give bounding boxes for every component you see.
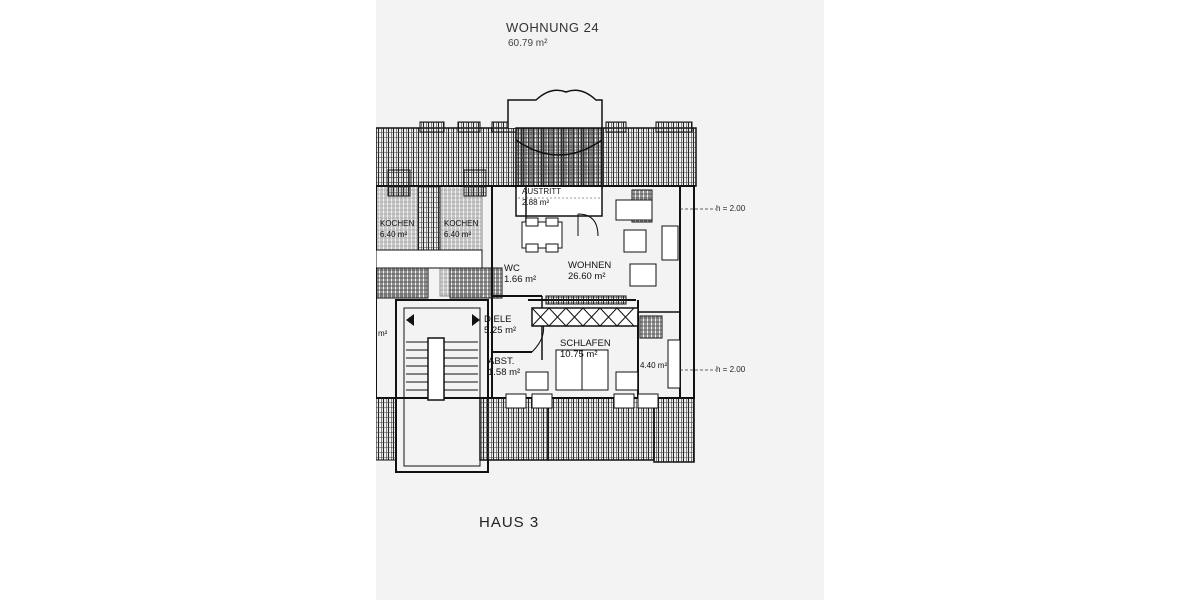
room-kochen2-label: KOCHEN 6.40 m²: [444, 218, 478, 240]
room-diele-name: DIELE: [484, 314, 512, 325]
room-kochen2-area: 6.40 m²: [444, 230, 472, 239]
floor-plan-drawing: [376, 89, 716, 473]
roof-band-bottom: [376, 393, 695, 463]
room-wc-label: WC 1.66 m²: [504, 263, 536, 285]
room-schlafen-area: 10.75 m²: [560, 349, 598, 360]
room-wc-name: WC: [504, 263, 520, 274]
wardrobe: [531, 295, 639, 327]
room-austritt-area: 2.88 m²: [522, 198, 550, 207]
room-abst-name: ABST.: [488, 356, 515, 367]
height-mark-lower: h = 2.00: [716, 365, 746, 374]
room-diele-area: 5.25 m²: [484, 325, 517, 336]
room-kochen1-name: KOCHEN: [380, 219, 415, 228]
room-wohnen-name: WOHNEN: [568, 260, 612, 271]
house-label: HAUS 3: [479, 514, 540, 531]
bedroom-furniture: [525, 349, 639, 391]
apartment-title: WOHNUNG 24: [506, 20, 600, 35]
room-abst-label: ABST. 1.58 m²: [488, 356, 520, 378]
room-abst-area: 1.58 m²: [488, 367, 521, 378]
room-kochen1-area: 6.40 m²: [380, 230, 408, 239]
room-austritt-label: AUSTRITT 2.88 m²: [522, 186, 561, 208]
sofa-set: [615, 189, 679, 287]
room-schlafen-label: SCHLAFEN 10.75 m²: [560, 338, 611, 360]
room-schlafen-name: SCHLAFEN: [560, 338, 611, 349]
room-kochen1-label: KOCHEN 6.40 m²: [380, 218, 414, 240]
dining-set: [521, 217, 563, 253]
room-austritt-name: AUSTRITT: [522, 187, 562, 196]
room-diele-label: DIELE 5.25 m²: [484, 314, 516, 336]
room-bad-label: 4.40 m²: [640, 360, 667, 371]
balcony-bay: [507, 89, 603, 217]
height-leaders: [680, 208, 716, 371]
stairwell: [395, 299, 489, 473]
room-bad-area: 4.40 m²: [640, 361, 668, 370]
room-wc-area: 1.66 m²: [504, 274, 537, 285]
floor-plan-sheet: WOHNUNG 24 60.79 m²: [376, 0, 824, 600]
left-units: [376, 169, 503, 299]
room-kochen2-name: KOCHEN: [444, 219, 479, 228]
room-wohnen-label: WOHNEN 26.60 m²: [568, 260, 611, 282]
bathroom: [637, 311, 681, 399]
partial-room-label: m²: [378, 329, 388, 338]
apartment-area: 60.79 m²: [508, 38, 548, 49]
room-wohnen-area: 26.60 m²: [568, 271, 606, 282]
height-mark-upper: h = 2.00: [716, 204, 746, 213]
